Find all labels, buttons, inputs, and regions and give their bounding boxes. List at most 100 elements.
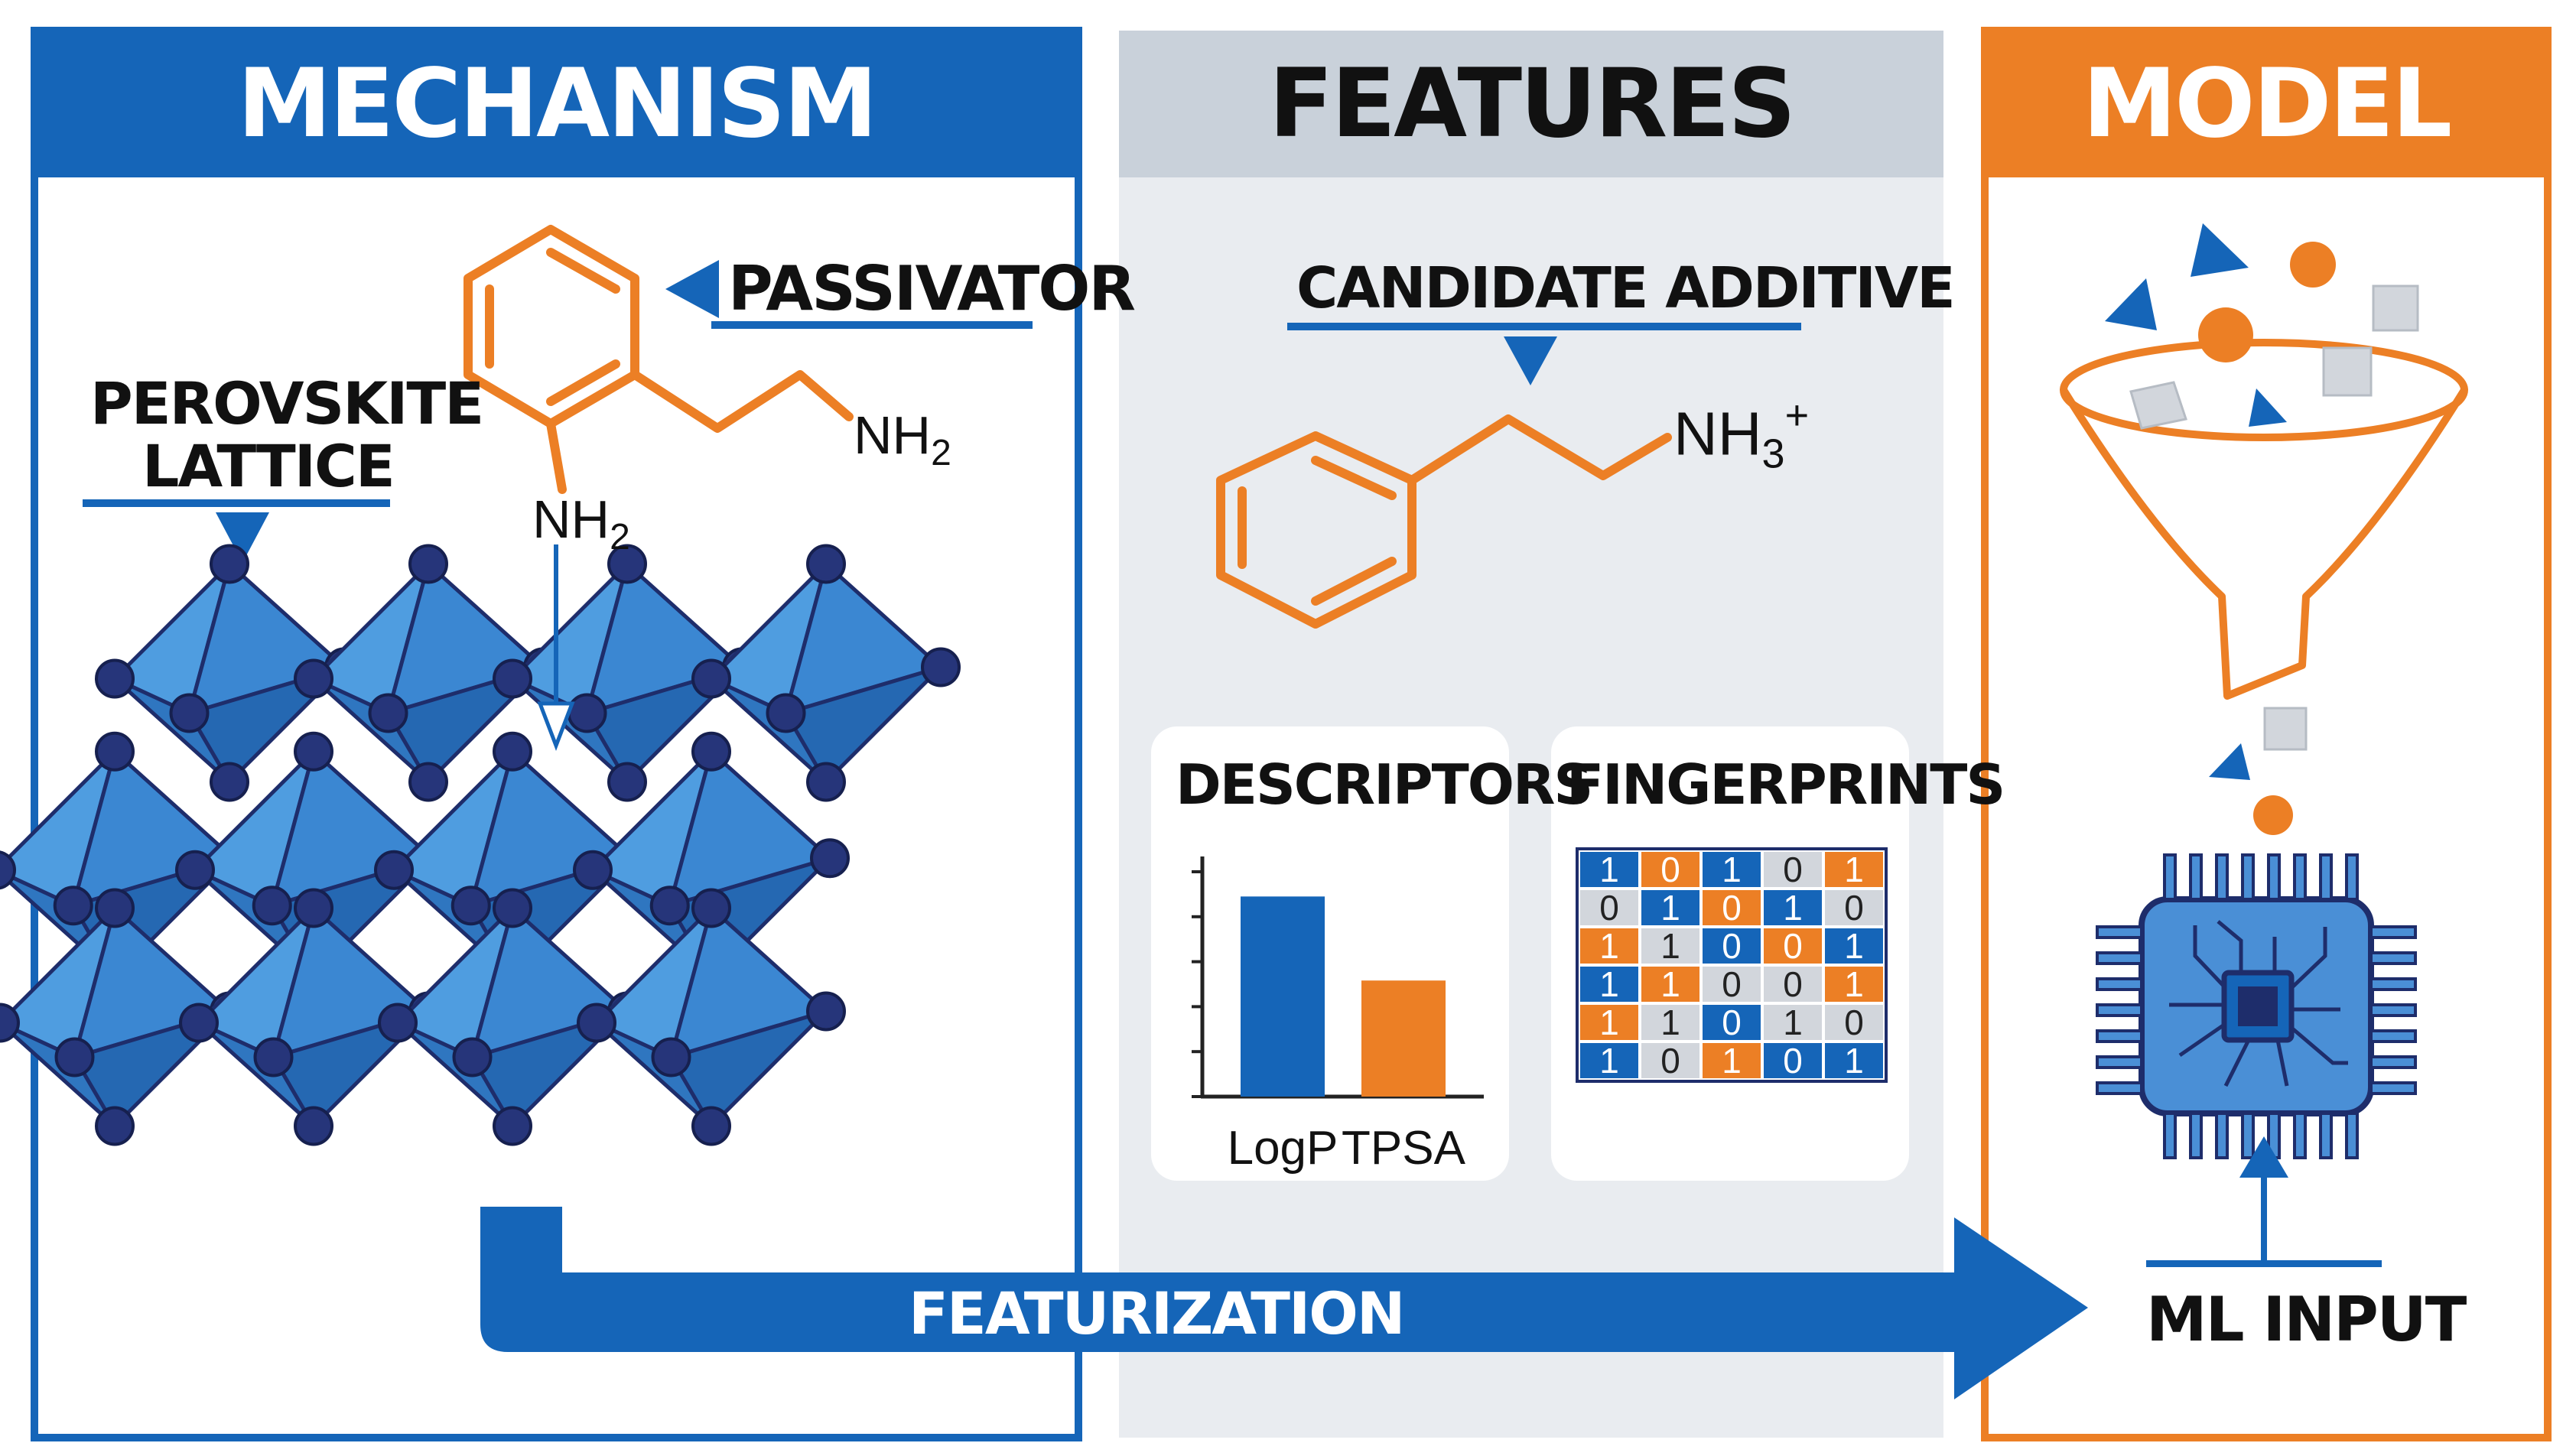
- chip-pin: [2319, 853, 2333, 901]
- square-particle: [2129, 381, 2187, 430]
- fingerprint-bit: 0: [1701, 927, 1762, 965]
- chip-trace: [2290, 1026, 2348, 1065]
- fingerprint-bit: 1: [1823, 850, 1885, 889]
- ammonium-sub: 3: [1761, 431, 1785, 477]
- lattice-label-line-2: LATTICE: [142, 432, 395, 500]
- lattice-atom: [210, 544, 249, 584]
- chip-pin: [2369, 1081, 2417, 1095]
- funnel-output-particles: [2209, 707, 2308, 835]
- lattice-atom: [0, 850, 16, 890]
- chip-pin: [2096, 1081, 2143, 1095]
- fingerprint-bit: 1: [1762, 889, 1823, 927]
- chip-pin: [2189, 853, 2203, 901]
- lattice-atom: [95, 658, 135, 699]
- amine-a-sub: 2: [931, 433, 951, 473]
- lattice-atom: [368, 693, 408, 733]
- mechanism-title: MECHANISM: [237, 49, 877, 159]
- lattice-atom: [175, 850, 215, 890]
- featurization-label: FEATURIZATION: [909, 1279, 1405, 1347]
- lattice-atom: [53, 886, 93, 926]
- chip-pin: [2096, 1029, 2143, 1043]
- lattice-atom: [577, 1003, 616, 1043]
- chip-pin: [2369, 951, 2417, 965]
- fingerprint-bit: 1: [1579, 850, 1640, 889]
- fingerprint-bit: 1: [1762, 1003, 1823, 1042]
- triangle-particle: [2209, 743, 2250, 780]
- square-particle: [2322, 346, 2373, 397]
- chip-trace: [2223, 1038, 2251, 1087]
- lattice-atom: [691, 731, 731, 772]
- amine-b-sub: 2: [610, 517, 630, 557]
- fingerprint-bit: 1: [1701, 1042, 1762, 1080]
- lattice-atom: [921, 647, 961, 687]
- fingerprint-bit: 1: [1579, 965, 1640, 1003]
- lattice-atom: [691, 1106, 731, 1146]
- chip-trace: [2193, 925, 2226, 988]
- passivator-molecule: [463, 225, 854, 494]
- chip-pin: [2369, 1055, 2417, 1069]
- lattice-atom: [252, 886, 292, 926]
- lattice-atom: [294, 731, 333, 772]
- chip-trace: [2275, 1039, 2289, 1087]
- ammonium-sup: +: [1784, 392, 1810, 438]
- candidate-pointer: [1287, 323, 1801, 385]
- triangle-particle: [2191, 223, 2249, 277]
- chip-pin: [2345, 853, 2359, 901]
- lattice-atom: [294, 1106, 333, 1146]
- ml-chip-icon: [2096, 853, 2417, 1159]
- chip-pin: [2369, 1029, 2417, 1043]
- chip-pin: [2293, 1112, 2307, 1159]
- square-particle: [2372, 284, 2419, 332]
- descriptor-bar-logp: [1241, 896, 1325, 1097]
- descriptor-tick-label: TPSA: [1342, 1122, 1466, 1175]
- fingerprint-bit: 1: [1640, 889, 1701, 927]
- amine-b-text: NH: [532, 489, 610, 549]
- ammonium-text: NH: [1673, 399, 1762, 468]
- passivator-label: PASSIVATOR: [728, 253, 1136, 324]
- lattice-atom: [493, 658, 532, 699]
- chip-pin: [2215, 1112, 2229, 1159]
- lattice-atom: [766, 693, 806, 733]
- square-particle: [2263, 707, 2308, 751]
- lattice-atom: [54, 1037, 95, 1077]
- fingerprint-bit: 1: [1701, 850, 1762, 889]
- circle-particle: [2290, 242, 2336, 288]
- lattice-atom: [169, 693, 210, 733]
- model-header: MODEL: [1985, 31, 2548, 177]
- lattice-atom: [0, 1003, 20, 1043]
- octahedron-face: [784, 665, 943, 784]
- chip-trace: [2178, 1022, 2226, 1058]
- triangle-particle: [2105, 278, 2157, 330]
- lattice-atom: [493, 1106, 532, 1146]
- fingerprint-bit: 0: [1762, 927, 1823, 965]
- lattice-atom: [294, 888, 333, 928]
- lattice-atom: [806, 762, 846, 802]
- chip-pin: [2189, 1112, 2203, 1159]
- fingerprints-title: FINGERPRINTS: [1566, 752, 2005, 817]
- fingerprint-bit: 1: [1823, 927, 1885, 965]
- funnel-icon: [2060, 339, 2468, 700]
- chip-pin: [2096, 951, 2143, 965]
- fingerprint-bit: 1: [1640, 1003, 1701, 1042]
- chip-pin: [2241, 1112, 2255, 1159]
- fingerprint-bit: 0: [1701, 965, 1762, 1003]
- lattice-atom: [573, 850, 613, 890]
- fingerprint-bit: 1: [1640, 927, 1701, 965]
- chip-pin: [2215, 853, 2229, 901]
- ml-input-label: ML INPUT: [2146, 1284, 2467, 1355]
- fingerprint-bit: 0: [1762, 965, 1823, 1003]
- chip-pin: [2319, 1112, 2333, 1159]
- lattice-label-line-1: PEROVSKITE: [90, 369, 484, 437]
- fingerprint-bit: 1: [1579, 927, 1640, 965]
- lattice-atom: [810, 838, 850, 879]
- lattice-atom: [374, 850, 414, 890]
- perovskite-lattice: [0, 544, 961, 1146]
- candidate-additive-label: CANDIDATE ADDITIVE: [1296, 255, 1956, 321]
- chip-pin: [2096, 925, 2143, 939]
- chip-pin: [2096, 977, 2143, 991]
- candidate-molecule: [1216, 414, 1672, 629]
- lattice-atom: [210, 762, 249, 802]
- chip-trace: [2217, 920, 2243, 973]
- ml-input-arrow: [2146, 1136, 2382, 1267]
- lattice-atom: [452, 1037, 493, 1077]
